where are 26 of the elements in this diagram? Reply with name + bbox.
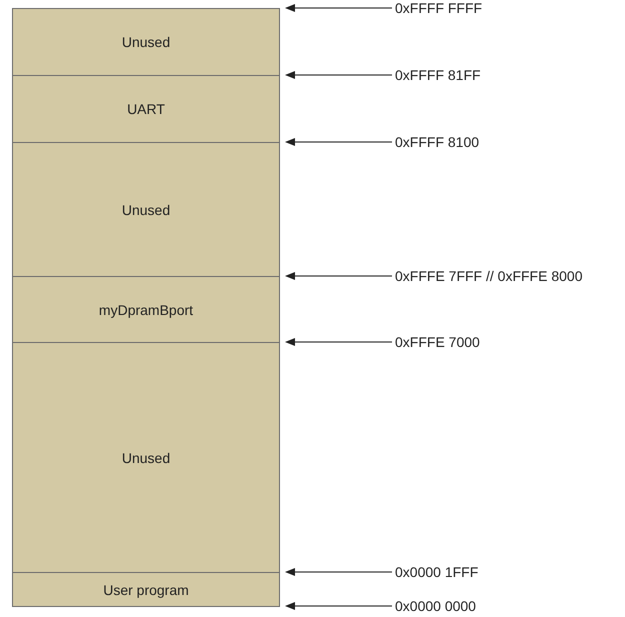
address-label: 0xFFFE 7FFF // 0xFFFE 8000 xyxy=(395,268,582,284)
leader-arrow xyxy=(285,71,392,79)
memory-region xyxy=(12,142,280,277)
region-label: UART xyxy=(127,101,165,117)
leader-arrow xyxy=(285,602,392,610)
memory-region xyxy=(12,342,280,573)
region-label: Unused xyxy=(122,34,170,50)
region-label: User program xyxy=(103,582,189,598)
address-label: 0xFFFF FFFF xyxy=(395,0,482,16)
region-label: myDpramBport xyxy=(98,302,194,318)
leader-arrow xyxy=(285,4,392,12)
address-label: 0xFFFE 7000 xyxy=(395,334,480,350)
memory-region xyxy=(12,572,280,607)
address-label: 0xFFFF 81FF xyxy=(395,67,481,83)
memory-region xyxy=(12,75,280,143)
leader-arrow xyxy=(285,568,392,576)
region-label: Unused xyxy=(122,202,170,218)
address-label: 0x0000 1FFF xyxy=(395,564,478,580)
leader-arrow xyxy=(285,138,392,146)
region-label: Unused xyxy=(122,450,170,466)
memory-region xyxy=(12,8,280,76)
address-label: 0xFFFF 8100 xyxy=(395,134,480,150)
leader-arrow xyxy=(285,272,392,280)
address-label: 0x0000 0000 xyxy=(395,598,476,614)
memory-region xyxy=(12,276,280,343)
leader-arrow xyxy=(285,338,392,346)
